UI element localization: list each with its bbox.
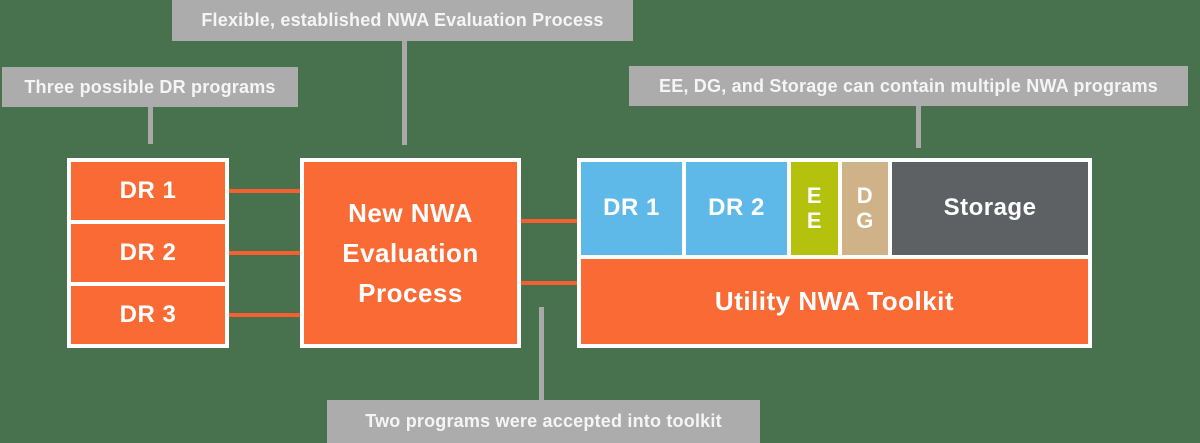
connector-top-callout xyxy=(402,41,407,145)
callout-three-dr-programs: Three possible DR programs xyxy=(2,67,298,107)
connector-dr1-to-process xyxy=(229,189,300,193)
toolkit-banner: Utility NWA Toolkit xyxy=(581,258,1088,344)
toolkit-ee-cell: E E xyxy=(791,162,838,255)
dr-program-stack: DR 1 DR 2 DR 3 xyxy=(67,158,229,348)
callout-flexible-process: Flexible, established NWA Evaluation Pro… xyxy=(172,0,633,41)
callout-two-programs-accepted: Two programs were accepted into toolkit xyxy=(327,400,760,443)
new-nwa-evaluation-process-box: New NWA Evaluation Process xyxy=(300,158,521,348)
dr1-box: DR 1 xyxy=(71,162,225,220)
toolkit-storage-cell: Storage xyxy=(892,162,1088,255)
connector-process-to-toolkit xyxy=(521,281,577,285)
process-line-3: Process xyxy=(358,278,463,309)
toolkit-program-row: DR 1 DR 2 E E D G Storage xyxy=(581,162,1088,255)
connector-bottom-callout xyxy=(539,307,544,400)
process-line-2: Evaluation xyxy=(342,237,479,268)
connector-dr2-to-process xyxy=(229,251,300,255)
toolkit-dr2-cell: DR 2 xyxy=(686,162,787,255)
connector-process-to-toprow xyxy=(521,219,577,223)
dr3-box: DR 3 xyxy=(71,286,225,344)
dg-letter-2: G xyxy=(856,208,874,234)
toolkit-dr1-cell: DR 1 xyxy=(581,162,682,255)
connector-right-callout xyxy=(916,106,921,148)
connector-left-callout xyxy=(148,107,153,144)
dg-letter-1: D xyxy=(856,183,874,209)
utility-nwa-toolkit-box: DR 1 DR 2 E E D G Storage Utility NWA To… xyxy=(577,158,1092,348)
ee-letter-1: E xyxy=(806,183,823,209)
callout-multiple-nwa-programs: EE, DG, and Storage can contain multiple… xyxy=(629,66,1188,106)
ee-letter-2: E xyxy=(806,208,823,234)
connector-dr3-to-process xyxy=(229,313,300,317)
process-line-1: New NWA xyxy=(348,197,473,228)
dr2-box: DR 2 xyxy=(71,224,225,282)
toolkit-dg-cell: D G xyxy=(842,162,888,255)
